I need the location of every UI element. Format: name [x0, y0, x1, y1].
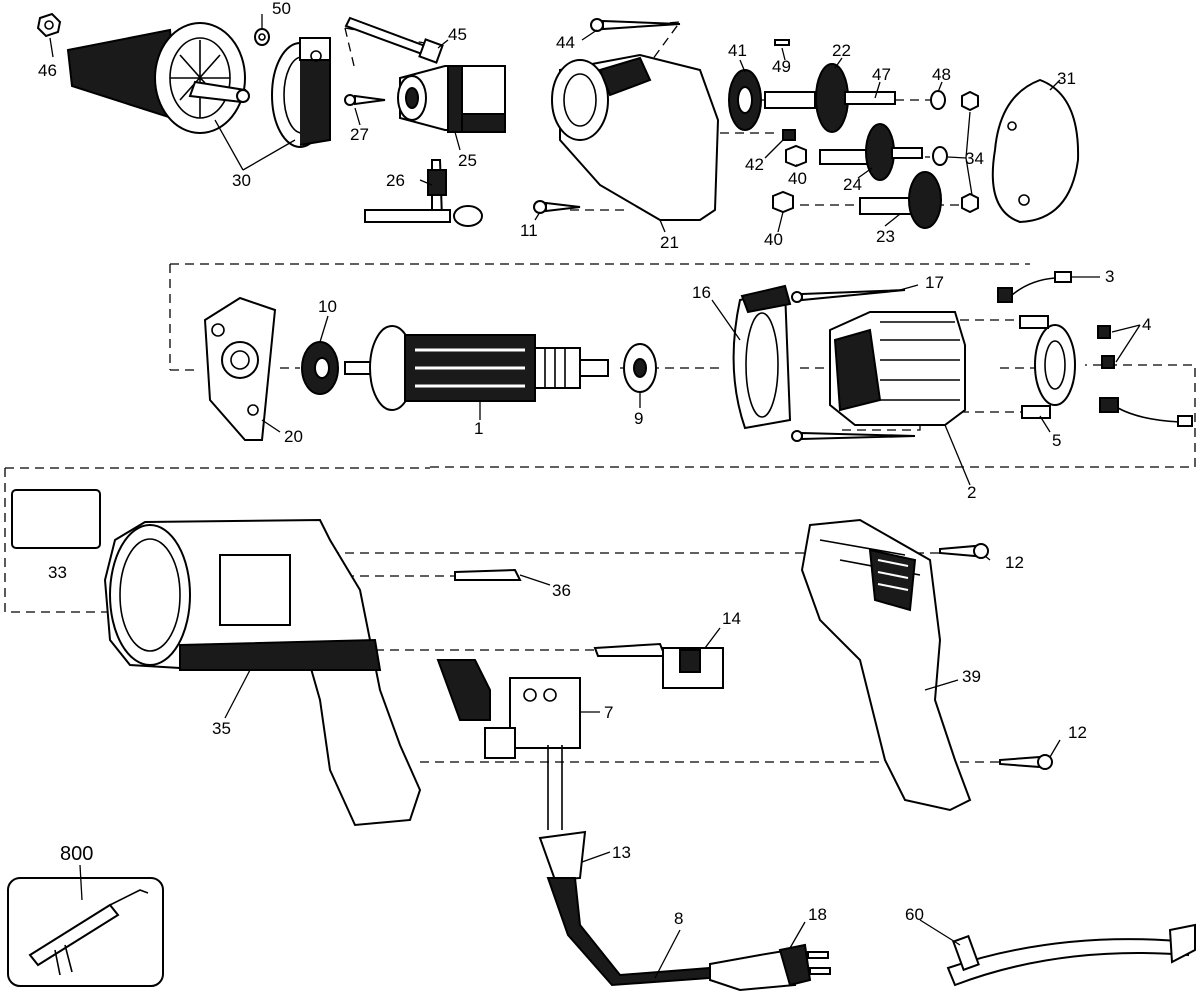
label-30: 30 — [232, 171, 251, 190]
leader-lines — [49, 14, 1141, 979]
label-44: 44 — [556, 33, 575, 52]
label-46: 46 — [38, 61, 57, 80]
label-39: 39 — [962, 667, 981, 686]
label-31: 31 — [1057, 69, 1076, 88]
part-25-chuck — [397, 65, 506, 133]
part-23-gear — [859, 171, 942, 229]
part-4-5-brush-holder — [1019, 315, 1193, 427]
label-17: 17 — [925, 273, 944, 292]
label-50: 50 — [272, 0, 291, 18]
part-33-nameplate — [11, 489, 101, 549]
part-12-screws — [939, 543, 1053, 770]
label-1: 1 — [474, 419, 483, 438]
side-handle — [66, 22, 250, 134]
label-14: 14 — [722, 609, 741, 628]
part-number-labels: 46 50 45 27 25 26 30 44 11 21 41 49 22 4… — [38, 0, 1151, 928]
label-35: 35 — [212, 719, 231, 738]
label-33: 33 — [48, 563, 67, 582]
label-12b: 12 — [1068, 723, 1087, 742]
label-800: 800 — [60, 843, 93, 865]
part-16-baffle — [732, 284, 792, 430]
label-49: 49 — [772, 57, 791, 76]
label-12a: 12 — [1005, 553, 1024, 572]
label-16: 16 — [692, 283, 711, 302]
label-11: 11 — [520, 221, 538, 240]
label-3: 3 — [1105, 267, 1114, 286]
label-45: 45 — [448, 25, 467, 44]
part-34-nuts — [932, 90, 979, 214]
part-50-washer — [254, 28, 270, 46]
part-48-washer — [930, 90, 946, 110]
part-22-gear — [764, 63, 896, 133]
label-48: 48 — [932, 65, 951, 84]
label-5: 5 — [1052, 431, 1061, 450]
label-10: 10 — [318, 297, 337, 316]
label-25: 25 — [458, 151, 477, 170]
part-30-clamp — [271, 37, 331, 148]
part-35-housing — [103, 518, 422, 827]
label-21: 21 — [660, 233, 679, 252]
part-27-screw — [344, 94, 386, 106]
label-42: 42 — [745, 155, 764, 174]
part-3-lead — [997, 271, 1072, 303]
part-45-screw — [344, 16, 444, 64]
label-18: 18 — [808, 905, 827, 924]
label-4: 4 — [1142, 315, 1151, 334]
part-26-chuck-key — [364, 159, 483, 227]
label-23: 23 — [876, 227, 895, 246]
part-60-strap — [946, 923, 1196, 987]
part-800-kit — [7, 877, 164, 987]
part-49-key — [774, 39, 790, 46]
label-41: 41 — [728, 41, 747, 60]
label-2: 2 — [967, 483, 976, 502]
label-36: 36 — [552, 581, 571, 600]
label-34: 34 — [965, 149, 984, 168]
part-41-bearing — [728, 69, 762, 131]
label-7: 7 — [604, 703, 613, 722]
label-24: 24 — [843, 175, 862, 194]
part-42-pin — [782, 129, 796, 141]
part-36-pin — [454, 568, 522, 581]
part-39-handle-half — [800, 518, 972, 812]
part-46-nut — [36, 12, 62, 38]
label-13: 13 — [612, 843, 631, 862]
part-7-switch — [436, 659, 581, 759]
part-31-gasket — [991, 78, 1080, 224]
part-2-field — [829, 311, 966, 426]
part-1-armature — [344, 325, 609, 411]
label-47: 47 — [872, 65, 891, 84]
part-8-13-18-cord — [538, 745, 831, 992]
part-14-switch-part — [593, 642, 724, 689]
label-26: 26 — [386, 171, 405, 190]
label-8: 8 — [674, 909, 683, 928]
part-20-end-plate — [203, 296, 277, 441]
part-24-gear — [819, 123, 923, 181]
part-44-screw — [590, 18, 681, 32]
label-27: 27 — [350, 125, 369, 144]
part-9-bearing — [623, 343, 657, 393]
label-9: 9 — [634, 409, 643, 428]
part-40-spacers — [772, 144, 807, 214]
label-60: 60 — [905, 905, 924, 924]
part-21-gear-case — [551, 53, 720, 221]
label-22: 22 — [832, 41, 851, 60]
part-17-screws — [791, 289, 916, 442]
label-40b: 40 — [764, 230, 783, 249]
part-11-screw — [533, 200, 581, 214]
part-10-bearing — [301, 341, 339, 395]
label-20: 20 — [284, 427, 303, 446]
label-40a: 40 — [788, 169, 807, 188]
